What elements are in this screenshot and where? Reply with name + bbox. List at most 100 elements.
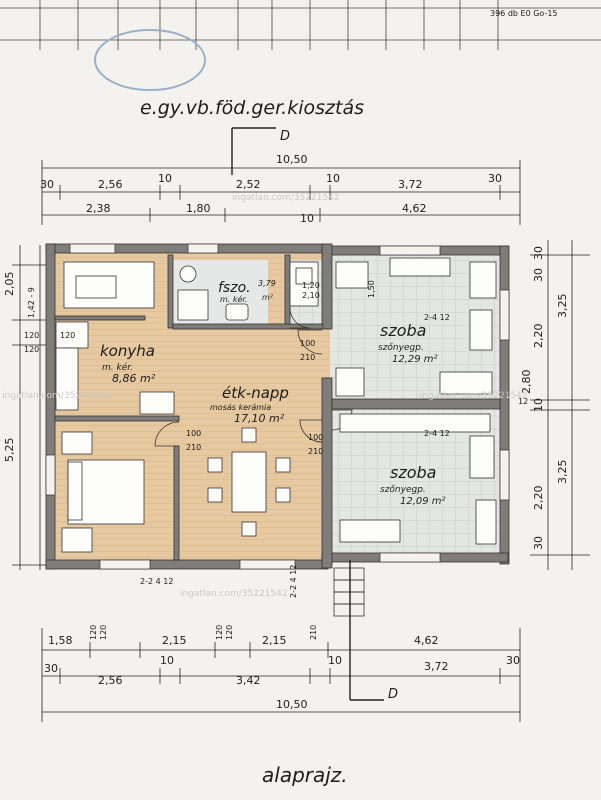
room-fszo-unit: m² <box>262 293 274 302</box>
room-szoba-1: szoba szőnyegp. 12,29 m² <box>378 321 438 365</box>
room-szoba2-area: 12,09 m² <box>400 496 446 507</box>
furniture <box>55 257 497 553</box>
dim-top-7: 30 <box>488 172 502 185</box>
dim-bottom-r2-6: 3,72 <box>424 660 449 673</box>
dim-bottom-r2-3: 10 <box>160 654 174 667</box>
dim-top-3: 10 <box>158 172 172 185</box>
dim-top-5: 10 <box>326 172 340 185</box>
room-szoba2-name: szoba <box>390 463 436 482</box>
door-label-11: 2-2 4 12 <box>140 577 173 586</box>
room-etk-area: 17,10 m² <box>234 412 285 425</box>
plan-title: e.gy.vb.föd.ger.kiosztás <box>140 97 364 119</box>
dim-right-6: 2,80 <box>520 370 533 395</box>
room-fszo-name: fszo. <box>218 280 251 296</box>
room-szoba1-name: szoba <box>380 321 426 340</box>
dim-left-4: 120 <box>24 345 39 354</box>
dim-top-1: 30 <box>40 178 54 191</box>
bottom-dimensions <box>41 628 521 722</box>
room-szoba2-sub: szőnyegp. <box>380 485 426 495</box>
dim-right-9: 2,20 <box>532 486 545 511</box>
dim-top-6: 3,72 <box>398 178 423 191</box>
dim-right-3: 30 <box>532 268 545 282</box>
room-konyha-name: konyha <box>100 342 155 360</box>
door-label-7: 1,20 <box>302 281 320 290</box>
dim-top-4: 2,52 <box>236 178 261 191</box>
watermark-2: ingatlan.com/35221542 <box>2 391 110 401</box>
watermark-3: ingatlan.com/35221542 <box>420 391 528 401</box>
section-mark-top: D <box>280 129 290 144</box>
entrance-steps <box>333 567 365 617</box>
room-etk-name: étk-napp <box>222 384 289 402</box>
dim-bottom-1: 1,58 <box>48 634 73 647</box>
opening-labels: 100 210 100 210 100 210 1,20 2,10 1,50 1… <box>60 280 450 586</box>
room-fszo-num: 3,79 <box>258 279 276 288</box>
top-right-code: 396 db E0 Go-15 <box>490 9 558 18</box>
door-label-10: 120 <box>60 331 75 340</box>
door-label-8: 2,10 <box>302 291 320 300</box>
dim-bottom-6: 120 <box>225 625 234 640</box>
dim-left-1: 2,05 <box>3 272 16 297</box>
dim-bottom-r2-1: 30 <box>44 662 58 675</box>
footer-title: alaprajz. <box>262 763 348 787</box>
door-label-2: 210 <box>300 353 315 362</box>
window-label-2: 2-4 12 <box>424 429 450 438</box>
room-fszo-sub: m. kér. <box>220 294 248 304</box>
dim-bottom-overall: 10,50 <box>276 698 308 711</box>
top-ruler <box>0 0 601 50</box>
dim-right-10: 30 <box>532 536 545 550</box>
dim-top-r2-3: 10 <box>300 212 314 225</box>
watermark-4: ingatlan.com/35221542 <box>180 589 288 599</box>
door-label-9: 1,50 <box>367 280 376 298</box>
dim-right-7: 12 <box>518 397 528 406</box>
dim-right-8: 3,25 <box>556 460 569 485</box>
room-szoba1-sub: szőnyegp. <box>378 343 424 353</box>
room-konyha: konyha m. kér. 8,86 m² <box>100 342 156 385</box>
room-szoba-2: szoba szőnyegp. 12,09 m² <box>380 463 446 507</box>
room-szoba1-area: 12,29 m² <box>392 354 438 365</box>
door-label-6: 210 <box>308 447 323 456</box>
door-label-1: 100 <box>300 339 315 348</box>
door-label-3: 100 <box>186 429 201 438</box>
dim-bottom-r2-5: 10 <box>328 654 342 667</box>
room-etk-sub: mosás kerámia <box>210 403 271 412</box>
dim-bottom-8: 210 <box>309 625 318 640</box>
dim-bottom-3: 120 <box>99 625 108 640</box>
room-fszo: fszo. 3,79 m. kér. m² <box>218 279 276 304</box>
room-konyha-area: 8,86 m² <box>112 372 156 385</box>
dim-bottom-r2-4: 3,42 <box>236 674 261 687</box>
dim-top-overall: 10,50 <box>276 153 308 166</box>
windows <box>45 243 510 570</box>
stair-label: 2-2 4 12 <box>289 565 298 598</box>
dim-left-2: 1,42 - 9 <box>27 287 36 318</box>
dim-bottom-4: 2,15 <box>162 634 187 647</box>
watermark-1: ingatlan.com/35221542 <box>232 193 340 203</box>
dim-left-3: 120 <box>24 331 39 340</box>
room-etk-napp: étk-napp mosás kerámia 17,10 m² <box>210 384 289 425</box>
dim-top-r2-2: 1,80 <box>186 202 211 215</box>
dim-bottom-2: 120 <box>89 625 98 640</box>
right-dimensions <box>530 240 590 570</box>
dim-left-5: 5,25 <box>3 438 16 463</box>
dim-right-4: 2,20 <box>532 324 545 349</box>
dim-right-2: 3,25 <box>556 294 569 319</box>
dim-bottom-r2-2: 2,56 <box>98 674 123 687</box>
dim-bottom-5: 120 <box>215 625 224 640</box>
dim-bottom-r2-7: 30 <box>506 654 520 667</box>
dim-top-2: 2,56 <box>98 178 123 191</box>
dim-right-1: 30 <box>532 246 545 260</box>
dim-top-r2-1: 2,38 <box>86 202 111 215</box>
left-dimensions <box>12 245 48 570</box>
dim-top-r2-4: 4,62 <box>402 202 427 215</box>
window-label-1: 2-4 12 <box>424 313 450 322</box>
dim-bottom-9: 4,62 <box>414 634 439 647</box>
section-mark-bottom: D <box>388 687 398 702</box>
door-label-5: 100 <box>308 433 323 442</box>
stamp-circle <box>94 29 206 91</box>
top-dimensions <box>41 160 521 225</box>
door-label-4: 210 <box>186 443 201 452</box>
room-konyha-sub: m. kér. <box>102 362 133 373</box>
dim-right-5: 10 <box>532 398 545 412</box>
dim-bottom-7: 2,15 <box>262 634 287 647</box>
